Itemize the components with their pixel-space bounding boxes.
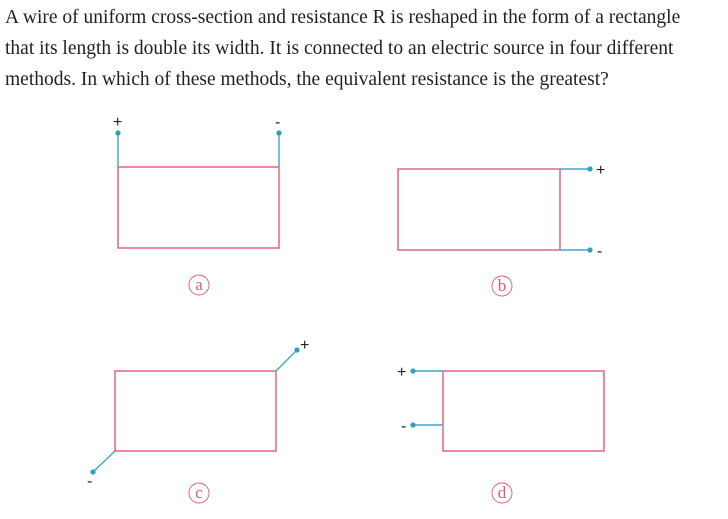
plus-sign: + (113, 114, 122, 131)
label-circle (188, 482, 210, 504)
diagram-label: b (498, 276, 507, 295)
question-line: methods. In which of these methods, the … (5, 69, 609, 90)
wire-rectangle (117, 166, 280, 249)
diagram-label: a (195, 275, 203, 294)
terminal-dot (90, 469, 96, 475)
minus-sign: - (597, 243, 602, 260)
minus-sign: - (275, 114, 280, 131)
terminal-dot (294, 347, 300, 353)
label-circle (491, 275, 513, 297)
minus-sign: - (87, 473, 92, 490)
lead-wire (275, 349, 298, 372)
diagram-c: + - c (87, 337, 309, 504)
question-line: A wire of uniform cross-section and resi… (5, 7, 681, 28)
diagram-label: c (195, 483, 203, 502)
diagram-b: + - b (397, 162, 605, 297)
terminal-dot (587, 166, 593, 172)
wire-rectangle (442, 370, 605, 452)
label-circle (491, 482, 513, 504)
diagram-d: + - d (397, 364, 605, 504)
lead-wire (92, 450, 116, 473)
wire-rectangle (114, 370, 277, 452)
diagram-label: d (498, 483, 507, 502)
plus-sign: + (596, 162, 605, 179)
wire-rectangle (397, 168, 561, 251)
terminal-dot (115, 130, 121, 136)
label-circle (188, 274, 210, 296)
terminal-dot (410, 368, 416, 374)
plus-sign: + (397, 364, 406, 381)
terminal-dot (587, 247, 593, 253)
diagram-a: + - a (113, 114, 282, 296)
terminal-dot (410, 422, 416, 428)
terminal-dot (276, 130, 282, 136)
question-text: A wire of uniform cross-section and resi… (5, 2, 725, 95)
plus-sign: + (300, 337, 309, 354)
question-line: that its length is double its width. It … (5, 38, 674, 59)
minus-sign: - (401, 418, 406, 435)
